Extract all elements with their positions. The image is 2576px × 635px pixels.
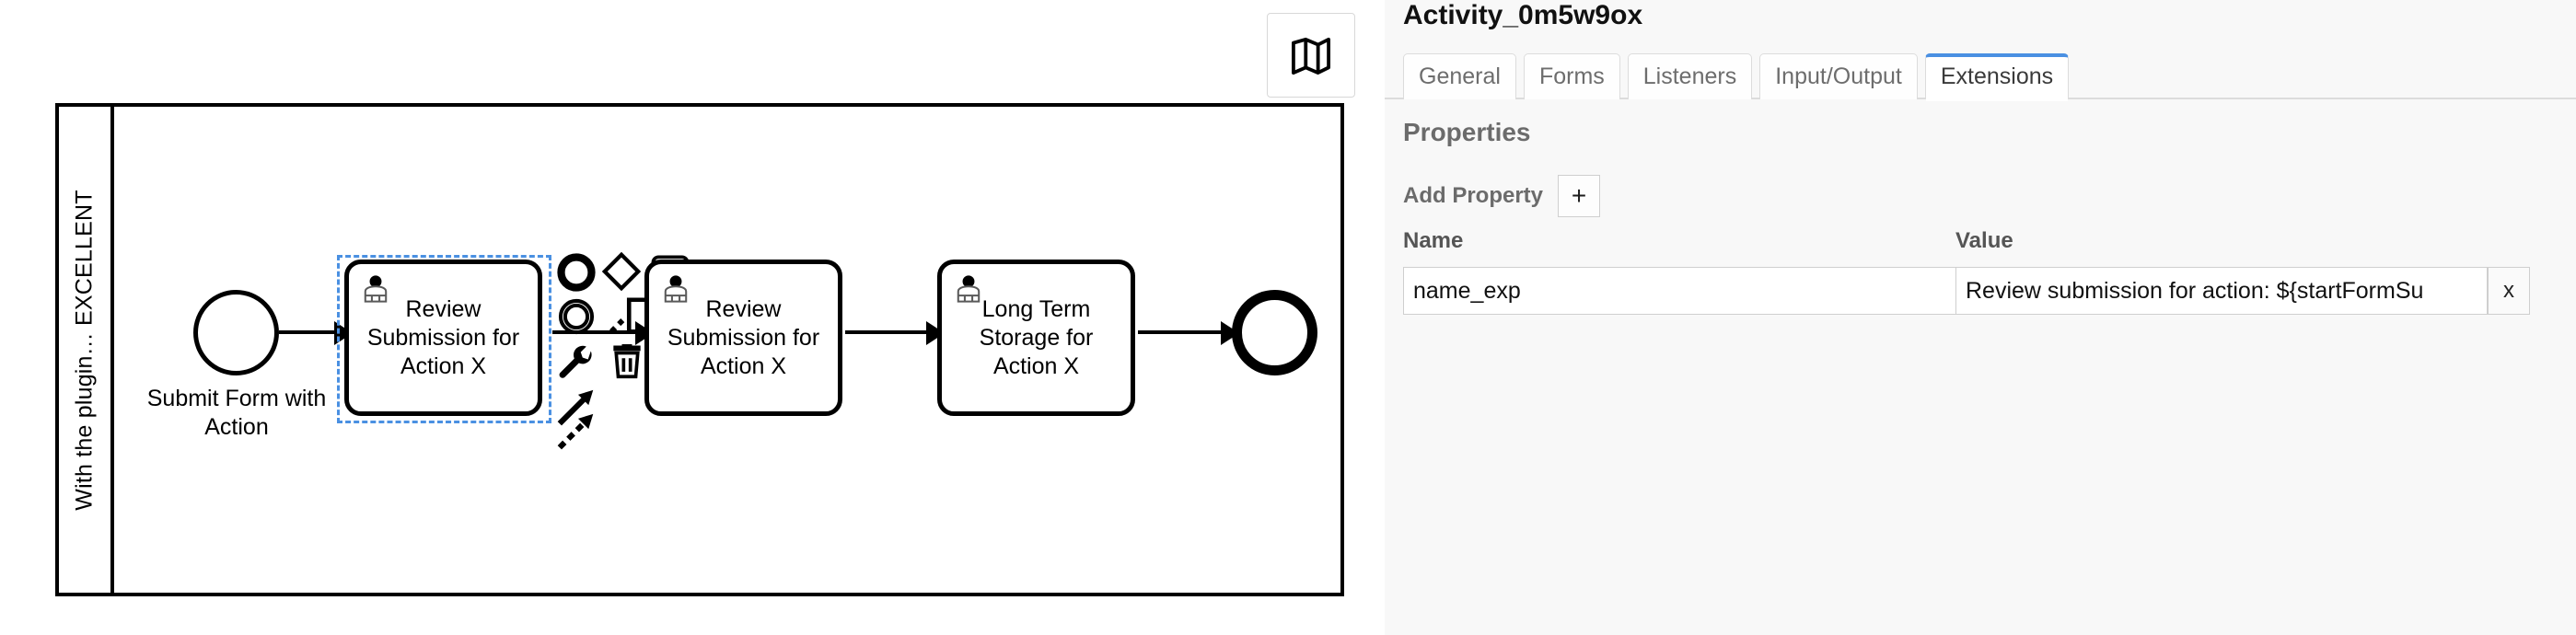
minimap-toggle-button[interactable] [1267,13,1355,98]
map-icon [1290,36,1332,75]
add-property-row: Add Property + [1403,175,1601,217]
delete-trash-icon[interactable] [608,341,648,381]
pool-label: With the plugin… EXCELLENT [71,189,98,511]
sequence-flow-4[interactable] [1138,330,1234,334]
property-name-input[interactable]: name_exp [1403,267,1955,315]
table-header-row: Name Value [1403,228,2550,267]
start-event[interactable] [193,290,279,375]
column-header-name: Name [1403,228,1464,253]
task-label: Long Term Storage for Action X [979,295,1094,379]
table-row: name_exp Review submission for action: $… [1403,267,2550,315]
append-dashed-arrow-icon[interactable] [554,410,595,451]
add-property-button[interactable]: + [1558,175,1601,217]
selection-outline [337,255,551,423]
append-gateway-icon[interactable] [600,250,642,292]
page-title: Activity_0m5w9ox [1403,0,1643,30]
sequence-flow-2[interactable] [552,330,646,334]
user-task-icon [953,273,984,305]
bpmn-canvas[interactable]: With the plugin… EXCELLENT Submit Form w… [0,0,1385,635]
tab-extensions[interactable]: Extensions [1924,53,2070,101]
remove-property-button[interactable]: x [2488,267,2530,315]
change-type-wrench-icon[interactable] [556,342,597,383]
tab-bar: General Forms Listeners Input/Output Ext… [1385,53,2576,101]
pool-header[interactable]: With the plugin… EXCELLENT [59,107,114,593]
sequence-flow-1[interactable] [279,330,334,334]
connect-arrow-icon[interactable] [554,387,595,427]
sequence-flow-3[interactable] [845,330,937,334]
tab-input-output[interactable]: Input/Output [1759,53,1918,99]
tab-forms[interactable]: Forms [1523,53,1620,99]
section-heading-properties: Properties [1403,118,1531,146]
property-value-input[interactable]: Review submission for action: ${startFor… [1955,267,2488,315]
tab-general[interactable]: General [1403,53,1516,99]
user-task-review-submission-2[interactable]: Review Submission for Action X [644,260,842,416]
column-header-value: Value [1955,228,2013,253]
user-task-review-submission-1[interactable]: Review Submission for Action X [344,260,542,416]
tab-listeners[interactable]: Listeners [1627,53,1753,99]
start-event-label: Submit Form with Action [146,386,327,440]
user-task-long-term-storage[interactable]: Long Term Storage for Action X [937,260,1135,416]
add-property-label: Add Property [1403,183,1544,208]
task-label: Review Submission for Action X [366,295,520,379]
task-label: Review Submission for Action X [667,295,820,379]
user-task-icon [660,273,691,305]
append-end-event-icon[interactable] [556,252,597,293]
properties-table: Name Value name_exp Review submission fo… [1403,228,2550,315]
end-event[interactable] [1232,290,1317,375]
properties-panel: Activity_0m5w9ox General Forms Listeners… [1385,0,2576,635]
user-task-icon [360,273,391,305]
